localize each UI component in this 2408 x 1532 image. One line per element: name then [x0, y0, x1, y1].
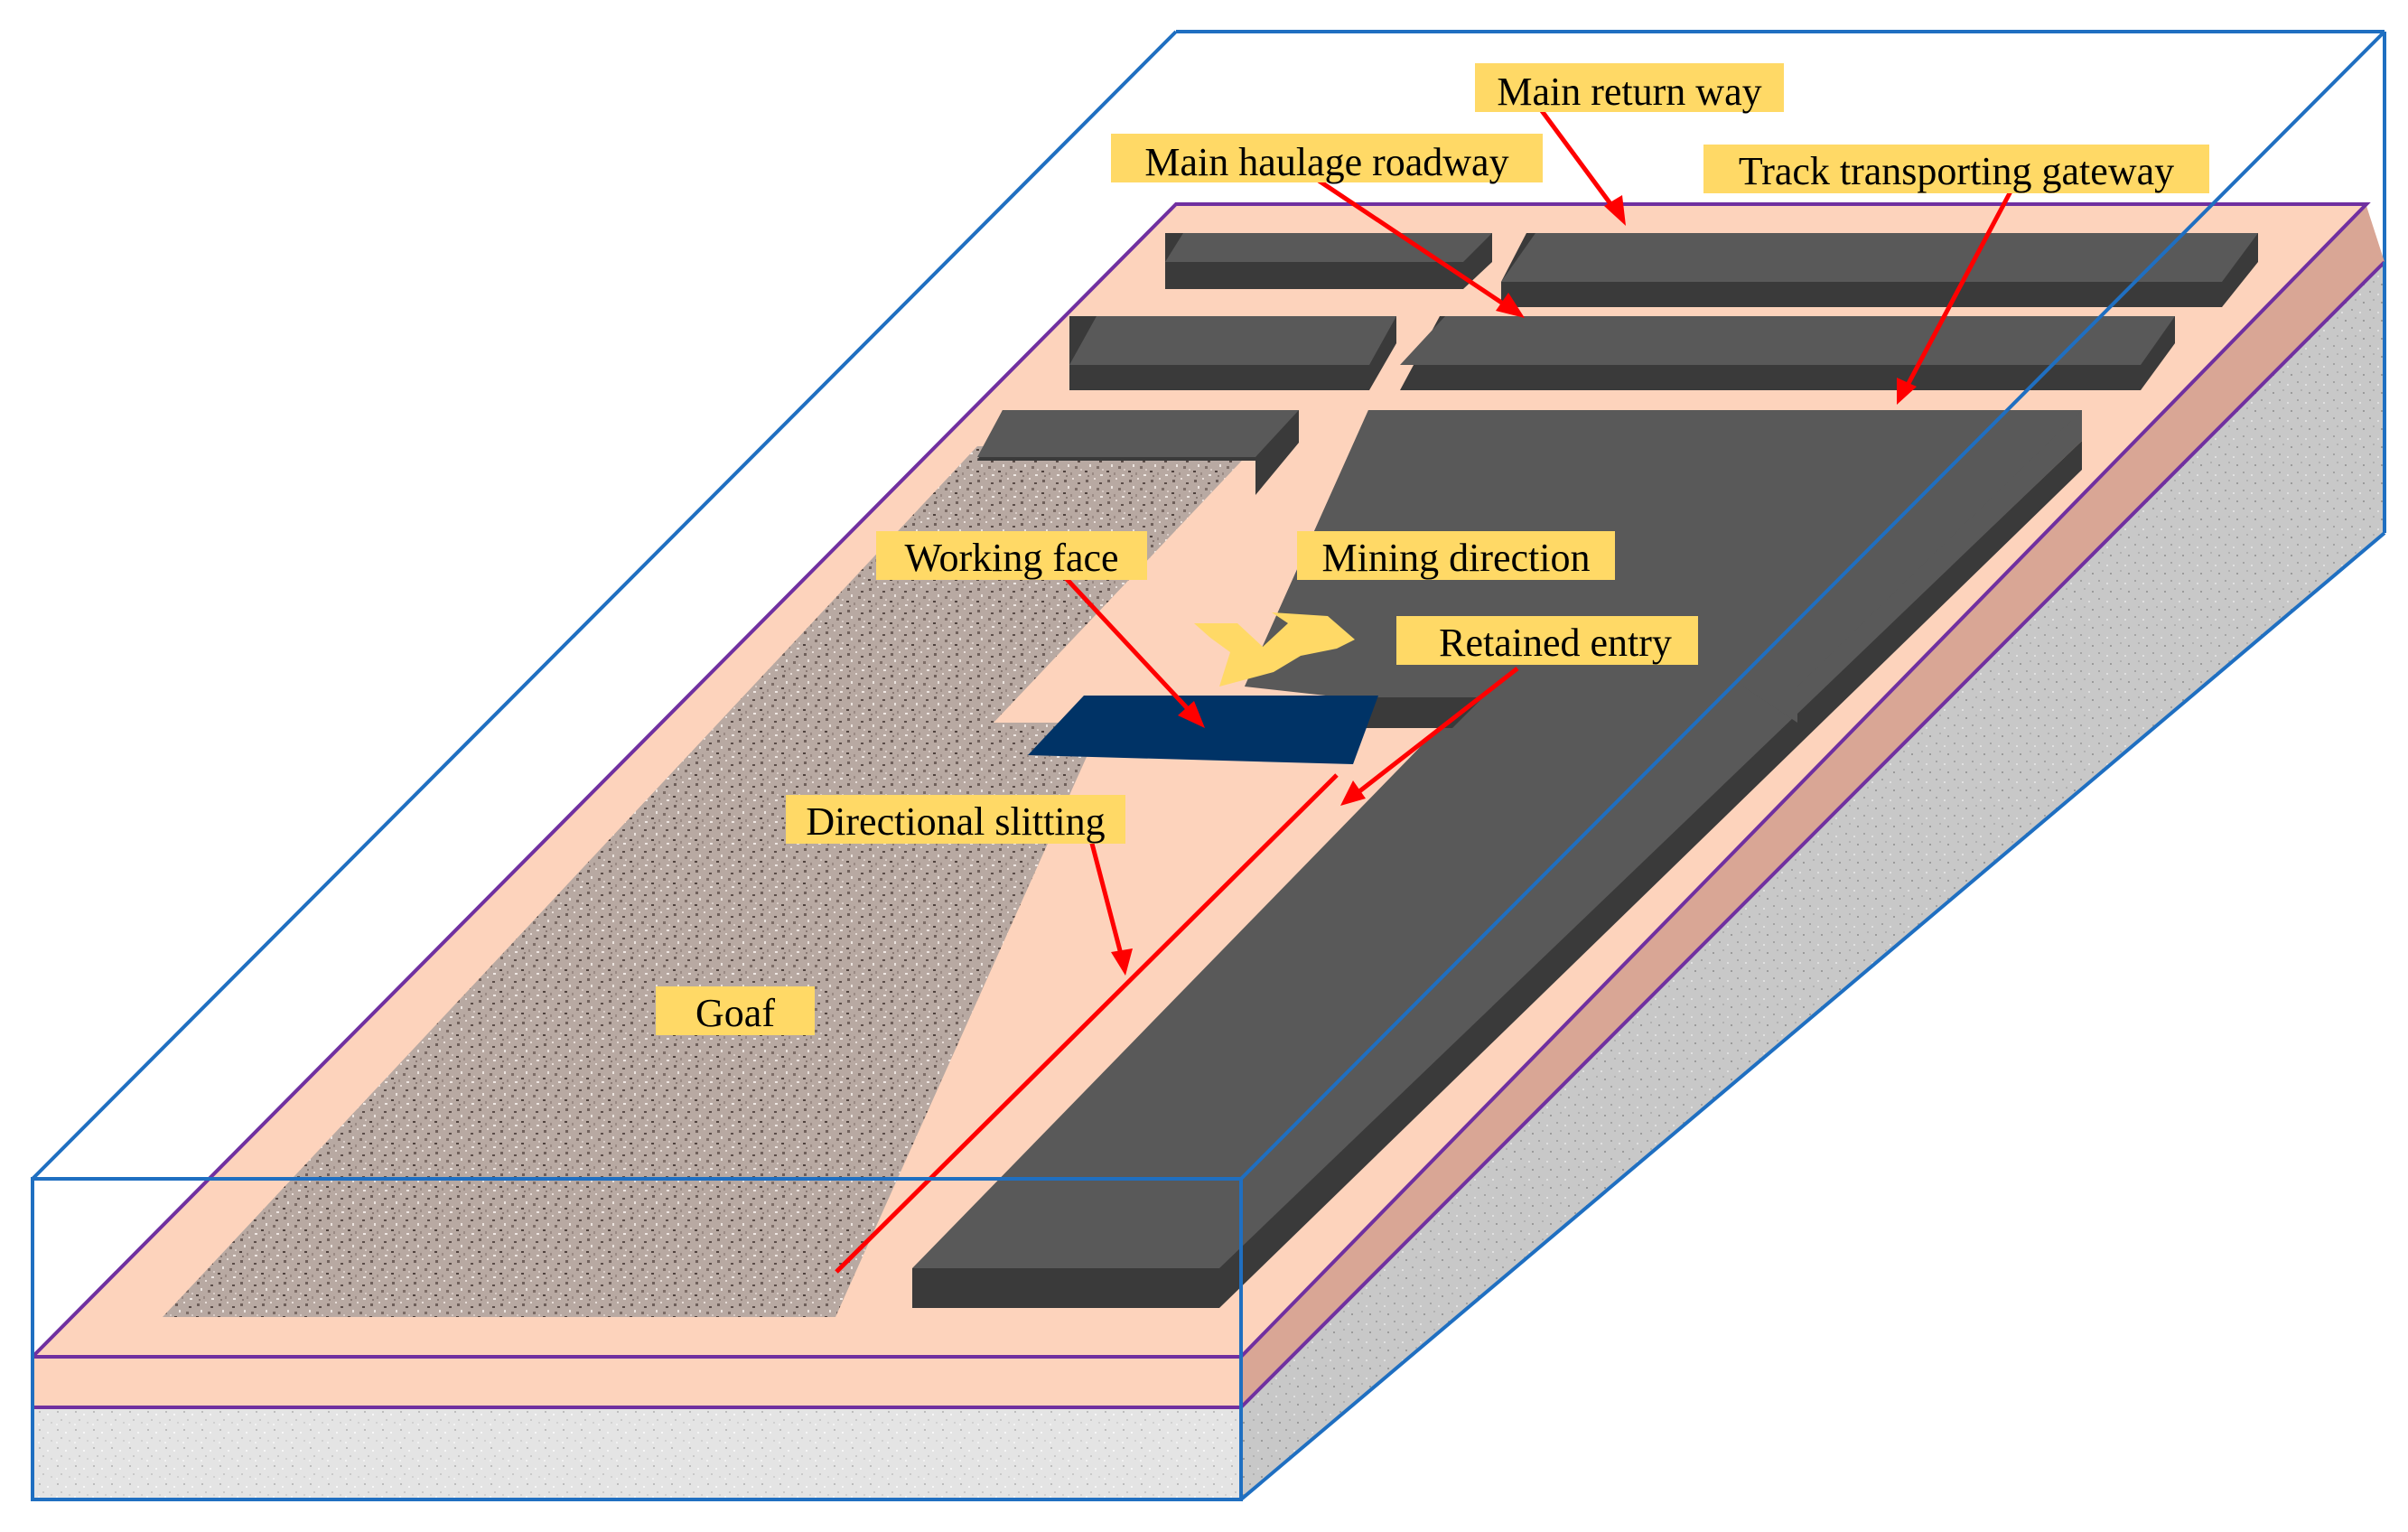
coal-layer-right-side: [1241, 206, 2385, 1407]
label-mining-direction-text: Mining direction: [1322, 536, 1591, 580]
outer-box-front: [31, 30, 2386, 1501]
label-retained-entry: Retained entry: [1396, 616, 1698, 665]
outer-box-back: [31, 30, 2386, 1181]
label-main-haulage-roadway-text: Main haulage roadway: [1144, 140, 1508, 184]
label-working-face: Working face: [876, 531, 1147, 580]
label-goaf-text: Goaf: [695, 991, 775, 1035]
label-directional-slitting: Directional slitting: [786, 795, 1125, 844]
coal-layer-front: [33, 1357, 1241, 1407]
label-main-haulage-roadway: Main haulage roadway: [1111, 134, 1543, 184]
label-goaf: Goaf: [656, 986, 815, 1035]
goaf-area: [163, 446, 1255, 1317]
pointer-arrows: [1064, 107, 2013, 976]
label-main-return-way-text: Main return way: [1497, 70, 1761, 114]
label-track-transporting-gateway: Track transporting gateway: [1703, 145, 2209, 193]
label-mining-direction: Mining direction: [1297, 531, 1615, 580]
directional-slitting-line: [835, 773, 1339, 1274]
upper-left-roadway: [977, 410, 1299, 495]
label-main-return-way: Main return way: [1475, 63, 1784, 114]
coal-seam-outline: [31, 202, 2386, 1409]
main-haulage-roadways: [1069, 316, 2175, 390]
concrete-layer-right-side: [1241, 262, 2385, 1499]
label-retained-entry-text: Retained entry: [1439, 621, 1672, 665]
concrete-layer-front: [33, 1407, 1241, 1499]
label-directional-slitting-text: Directional slitting: [806, 799, 1105, 844]
label-track-transporting-gateway-text: Track transporting gateway: [1739, 149, 2174, 193]
mining-direction-arrow: [1194, 612, 1355, 687]
working-face: [1028, 696, 1378, 764]
label-working-face-text: Working face: [904, 536, 1118, 580]
